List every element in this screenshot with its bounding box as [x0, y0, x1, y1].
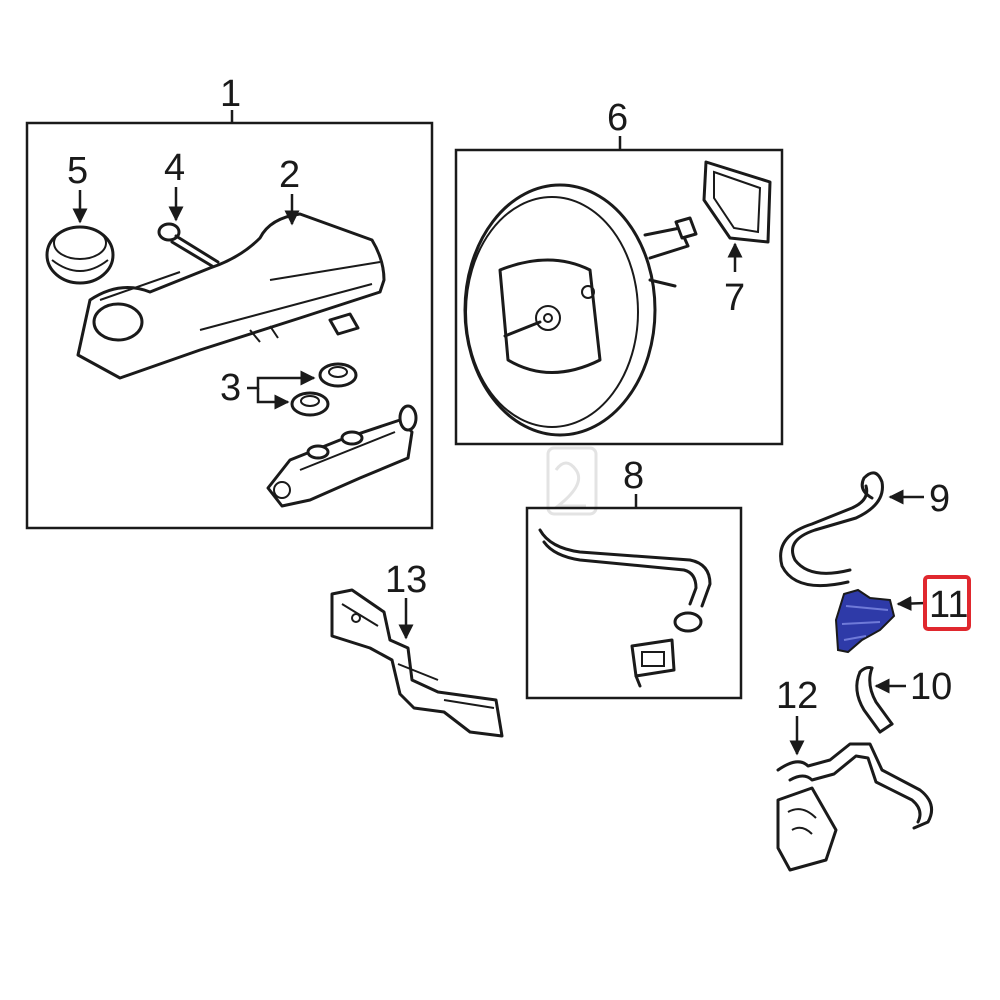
booster-gasket — [702, 160, 772, 244]
hose-bracket — [776, 742, 934, 872]
callout-7: 7 — [724, 277, 745, 319]
callout-4: 4 — [164, 147, 185, 189]
callout-5: 5 — [67, 150, 88, 192]
watermark-logo — [546, 446, 598, 516]
callout-12: 12 — [776, 675, 818, 717]
callout-13: 13 — [385, 559, 427, 601]
group-box-1: 1 — [25, 73, 434, 530]
bolt — [157, 222, 220, 268]
group-box-6: 6 — [454, 97, 784, 446]
callout-8: 8 — [623, 455, 644, 497]
callout-9: 9 — [929, 478, 950, 520]
master-cylinder — [266, 404, 418, 508]
mounting-bracket — [330, 588, 504, 738]
reservoir-cap — [45, 225, 115, 285]
callout-1: 1 — [220, 73, 241, 115]
callout-3: 3 — [220, 367, 241, 409]
vacuum-hose-9 — [779, 471, 884, 588]
reservoir-grommets — [290, 362, 358, 417]
brake-fluid-reservoir — [76, 212, 386, 380]
callout-2: 2 — [279, 154, 300, 196]
highlight-frame-11 — [923, 575, 971, 631]
hose-10 — [855, 666, 894, 734]
group-box-8: 8 — [525, 455, 743, 700]
callout-6: 6 — [607, 97, 628, 139]
vacuum-hose — [538, 528, 712, 688]
callout-10: 10 — [910, 666, 952, 708]
callout-11: 11 — [929, 584, 968, 626]
brake-booster — [463, 183, 698, 437]
check-valve-highlighted — [834, 588, 896, 654]
